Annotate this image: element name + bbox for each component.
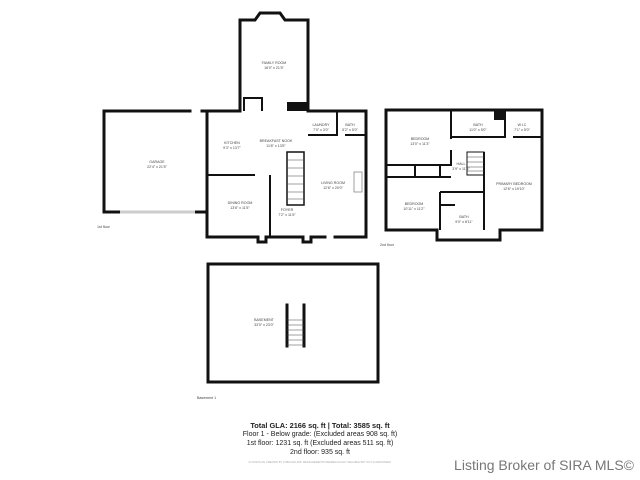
svg-text:BREAKFAST NOOK: BREAKFAST NOOK <box>260 139 293 143</box>
svg-text:BASEMENT: BASEMENT <box>254 318 275 322</box>
basement-plan <box>206 262 380 384</box>
watermark: Listing Broker of SIRA MLS© <box>454 457 634 473</box>
summary-line: 1st floor: 1231 sq. ft (Excluded areas 5… <box>246 440 394 447</box>
stairs <box>466 151 485 176</box>
second-floor-plan <box>384 108 544 242</box>
svg-text:11'8" x 13'5": 11'8" x 13'5" <box>266 144 286 148</box>
summary-line: Floor 1 - Below grade: (Excluded areas 9… <box>242 431 398 438</box>
svg-text:LIVING ROOM: LIVING ROOM <box>321 181 345 185</box>
svg-text:7'1" x 5'0": 7'1" x 5'0" <box>514 128 530 132</box>
svg-text:16'0" x 21'5": 16'0" x 21'5" <box>264 66 284 70</box>
svg-text:22'4" x 21'5": 22'4" x 21'5" <box>147 165 167 169</box>
svg-text:9'0" x 8'11": 9'0" x 8'11" <box>455 220 473 224</box>
svg-text:W.I.C: W.I.C <box>518 123 527 127</box>
svg-text:FOYER: FOYER <box>281 208 294 212</box>
svg-text:LAUNDRY: LAUNDRY <box>312 123 330 127</box>
chimney <box>494 110 504 120</box>
svg-text:BATH: BATH <box>345 123 355 127</box>
svg-text:BEDROOM: BEDROOM <box>411 137 430 141</box>
svg-text:11'0" x 5'0": 11'0" x 5'0" <box>469 128 487 132</box>
svg-text:13'6" x 11'5": 13'6" x 11'5" <box>230 206 250 210</box>
svg-text:33'0" x 23'0": 33'0" x 23'0" <box>254 323 274 327</box>
floor-label-basement: Basement 1 <box>197 396 216 400</box>
chimney <box>287 102 307 111</box>
svg-text:10'11" x 11'2": 10'11" x 11'2" <box>403 207 425 211</box>
svg-text:BATH: BATH <box>473 123 483 127</box>
svg-text:DINING ROOM: DINING ROOM <box>228 201 253 205</box>
svg-text:9'3" x 13'7": 9'3" x 13'7" <box>223 146 241 150</box>
svg-text:13'0" x 11'3": 13'0" x 11'3" <box>410 142 430 146</box>
first-floor-plan <box>102 11 368 244</box>
svg-text:7'0" x 3'0": 7'0" x 3'0" <box>313 128 329 132</box>
svg-text:7'2" x 11'5": 7'2" x 11'5" <box>278 213 296 217</box>
svg-text:HALL: HALL <box>457 162 466 166</box>
area-summary: Total GLA: 2166 sq. ft | Total: 3585 sq.… <box>170 421 470 464</box>
svg-text:BEDROOM: BEDROOM <box>405 202 424 206</box>
stairs <box>286 151 305 206</box>
room-wic: W.I.C7'1" x 5'0" <box>514 123 530 132</box>
svg-text:3'9" x 11'6": 3'9" x 11'6" <box>452 167 470 171</box>
svg-text:12'6" x 19'10": 12'6" x 19'10" <box>503 187 525 191</box>
svg-text:GARAGE: GARAGE <box>149 160 165 164</box>
floor-label-1st: 1st floor <box>97 225 111 229</box>
summary-line: 2nd floor: 935 sq. ft <box>290 449 350 456</box>
fireplace <box>353 171 363 193</box>
svg-text:12'6" x 20'0": 12'6" x 20'0" <box>323 186 343 190</box>
svg-text:KITCHEN: KITCHEN <box>224 141 240 145</box>
svg-text:BATH: BATH <box>459 215 469 219</box>
floor-label-2nd: 2nd floor <box>380 243 395 247</box>
disclaimer: FLOOR PLAN CREATED BY CUBICASA APP. MEAS… <box>248 461 392 464</box>
total-area: Total GLA: 2166 sq. ft | Total: 3585 sq.… <box>250 421 390 430</box>
svg-text:5'2" x 5'0": 5'2" x 5'0" <box>342 128 358 132</box>
svg-text:PRIMARY BEDROOM: PRIMARY BEDROOM <box>496 182 532 186</box>
svg-text:FAMILY ROOM: FAMILY ROOM <box>262 61 287 65</box>
